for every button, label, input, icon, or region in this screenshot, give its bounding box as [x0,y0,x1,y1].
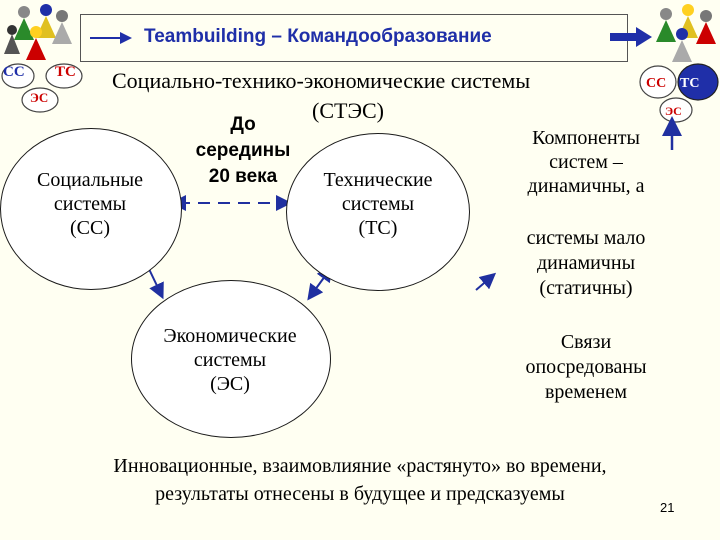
left-logo-ec: ЭС [30,90,49,105]
es-right-arrow [475,272,497,291]
economic-systems-circle [131,280,331,438]
left-systems-logo [1,63,83,113]
page-number: 21 [660,500,675,515]
people-group-icon-right [656,4,716,62]
heading: Социально-технико-экономические системы [112,68,531,93]
technical-systems-label: Технические системы (ТС) [323,169,433,239]
economic-systems-label: Экономические системы (ЭС) [163,325,297,395]
right-logo-tc: ТС [680,76,700,91]
social-systems-circle [0,128,182,290]
page-title: Teambuilding – Командообразование [144,26,492,47]
title-frame [80,14,628,62]
people-group-icon [4,4,72,60]
title-right-arrow-icon [610,27,652,47]
technical-systems-circle [286,133,470,291]
links-note: Связи опосредованы временем [525,331,647,403]
components-note: Компоненты систем – динамичны, а [527,127,645,197]
title-left-arrow-icon [90,32,132,44]
right-logo-ec: ЭС [665,104,682,118]
mid-note: До середины 20 века [195,114,291,187]
left-logo-cc: СС [3,64,25,80]
right-logo-cc: СС [646,76,667,91]
static-note: системы мало динамичны (статичны) [526,227,646,299]
social-systems-label: Социальные системы (СС) [37,169,143,239]
bottom-text: Инновационные, взаимовлияние «растянуто»… [113,455,607,505]
left-logo-tc: ТС [55,64,76,80]
heading-abbr: (СТЭС) [312,98,384,123]
